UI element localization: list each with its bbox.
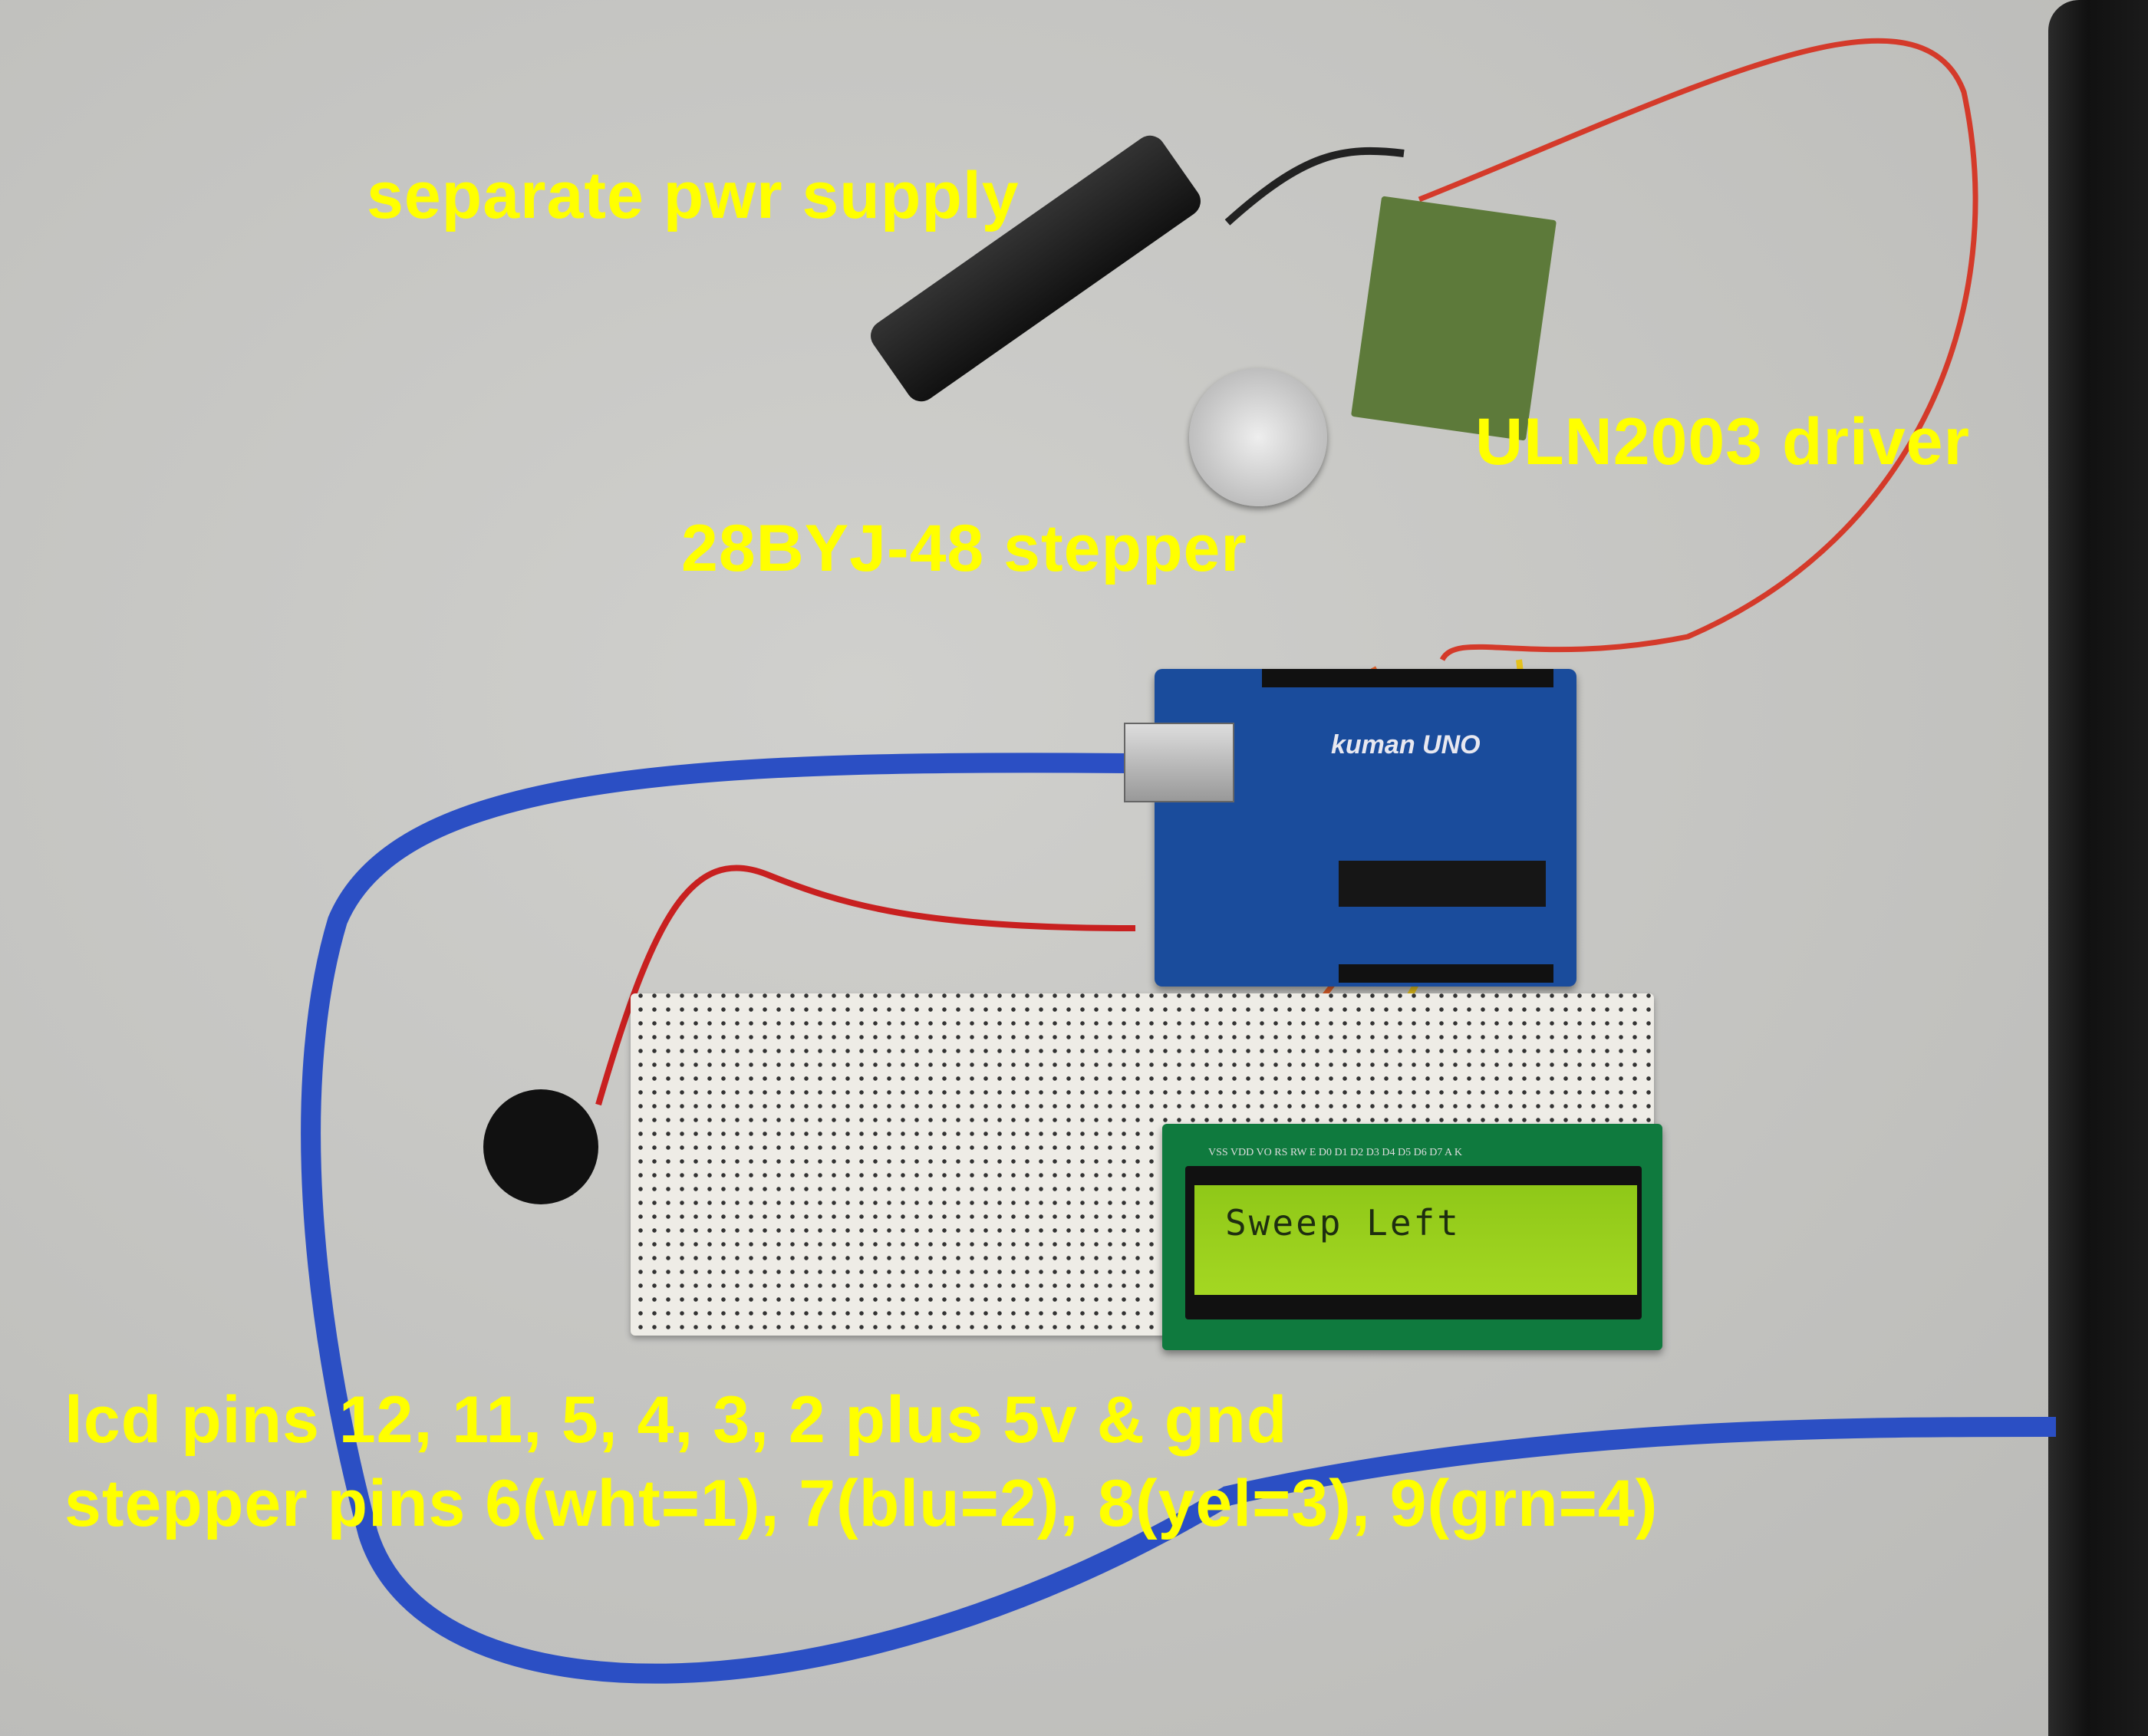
uln2003-driver-board (1350, 196, 1557, 441)
black-power-cable (1224, 147, 1405, 226)
arduino-board: kuman UNO (1124, 669, 1576, 987)
label-driver: ULN2003 driver (1475, 405, 1970, 479)
lcd-pin-labels: VSS VDD VO RS RW E D0 D1 D2 D3 D4 D5 D6 … (1208, 1147, 1462, 1158)
lcd-screen: Sweep Left (1194, 1185, 1637, 1295)
label-stepper-pins: stepper pins 6(wht=1), 7(blu=2), 8(yel=3… (64, 1467, 1659, 1540)
usb-cable (301, 753, 2057, 1684)
lcd-module: VSS VDD VO RS RW E D0 D1 D2 D3 D4 D5 D6 … (1162, 1124, 1662, 1350)
lcd-line-1: Sweep Left (1225, 1202, 1461, 1244)
battery-clip (483, 1089, 598, 1204)
label-power-supply: separate pwr supply (367, 159, 1020, 232)
red-wires (1418, 38, 1978, 661)
laptop-edge (2048, 0, 2148, 1736)
label-stepper: 28BYJ-48 stepper (681, 512, 1247, 585)
battery-clip-wire (595, 865, 1136, 1106)
label-lcd-pins: lcd pins 12, 11, 5, 4, 3, 2 plus 5v & gn… (64, 1383, 1288, 1457)
board-brand: kuman UNO (1331, 730, 1481, 759)
stepper-motor (1189, 368, 1327, 506)
